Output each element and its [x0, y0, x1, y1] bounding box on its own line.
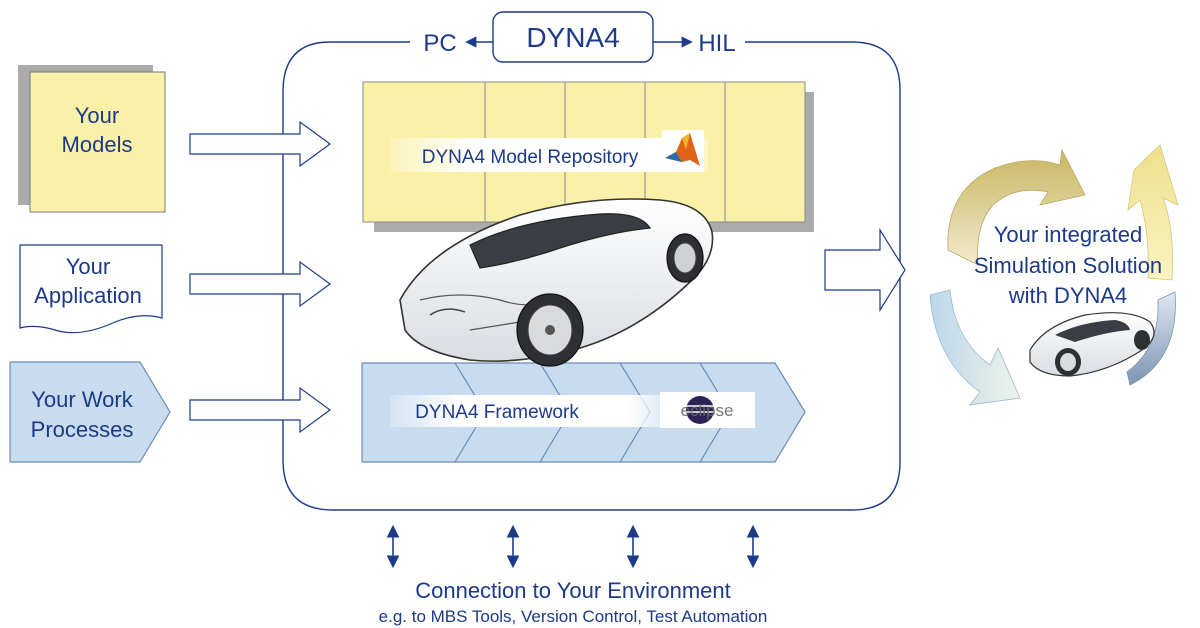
- result-line1: Your integrated: [994, 222, 1142, 247]
- your-application-document: Your Application: [19, 244, 163, 334]
- repository-label: DYNA4 Model Repository: [422, 147, 639, 168]
- your-work-processes-pentagon: Your Work Processes: [9, 361, 171, 463]
- matlab-logo-icon: [662, 130, 704, 172]
- pc-label: PC: [423, 30, 456, 57]
- application-input-arrow: [189, 260, 332, 308]
- models-input-arrow: [189, 120, 332, 168]
- framework-chevron: DYNA4 Framework eclipse: [361, 362, 806, 463]
- cycle-arrow-top: [947, 148, 1086, 266]
- eclipse-logo-icon: eclipse: [660, 392, 755, 428]
- dyna4-title: DYNA4: [526, 22, 619, 53]
- small-car-sketch: [1029, 312, 1155, 377]
- cycle-arrow-left: [929, 289, 1021, 406]
- hil-label: HIL: [698, 30, 735, 57]
- output-arrow: [824, 227, 906, 313]
- eclipse-logo-text: eclipse: [681, 401, 734, 420]
- your-application-line1: Your: [66, 254, 110, 279]
- framework-label-band: [390, 395, 670, 427]
- result-line3: with DYNA4: [1008, 283, 1128, 308]
- your-models-box: Your Models: [18, 65, 166, 213]
- result-line2: Simulation Solution: [974, 253, 1162, 278]
- your-models-line1: Your: [75, 103, 119, 128]
- repository-label-band: [390, 138, 708, 172]
- cycle-arrow-right: [1127, 144, 1179, 281]
- sports-car-sketch: [399, 198, 714, 367]
- your-work-processes-line1: Your Work: [31, 387, 133, 412]
- your-work-processes-line2: Processes: [31, 417, 134, 442]
- integrated-solution-cycle: Your integrated Simulation Solution with…: [929, 144, 1179, 406]
- your-application-line2: Application: [34, 283, 142, 308]
- footer-subtitle: e.g. to MBS Tools, Version Control, Test…: [379, 607, 768, 626]
- your-models-line2: Models: [62, 132, 133, 157]
- dyna4-title-box: [492, 11, 654, 63]
- model-repository-blocks: DYNA4 Model Repository: [362, 81, 814, 232]
- dyna4-container: [282, 41, 901, 511]
- connection-arrows: [386, 524, 760, 569]
- processes-input-arrow: [189, 386, 332, 434]
- footer-title: Connection to Your Environment: [415, 578, 731, 603]
- framework-label: DYNA4 Framework: [415, 402, 579, 423]
- cycle-arrow-bottom-right: [1126, 291, 1176, 386]
